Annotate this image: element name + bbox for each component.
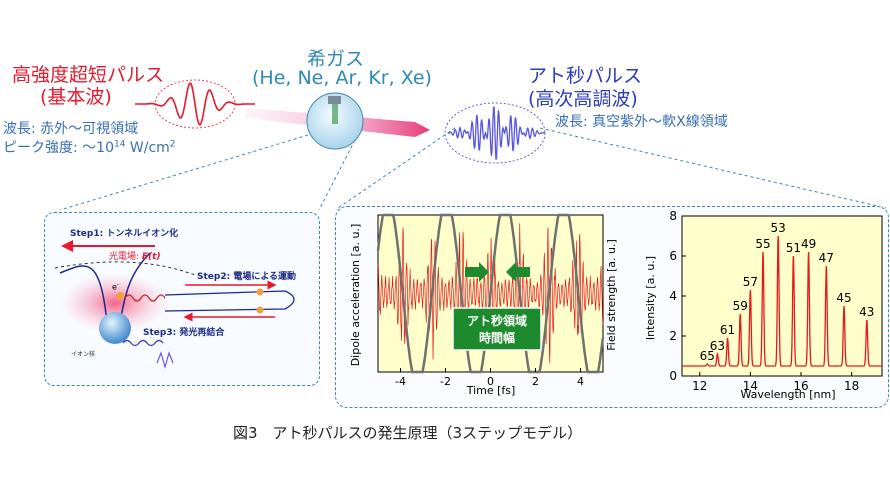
spectrum-line — [682, 235, 882, 367]
three-step-panel: Step1: トンネルイオン化 光電場: E(t) Step2: 電場による運動… — [44, 212, 320, 386]
ion-core-label: イオン核 — [71, 351, 96, 358]
step2-label: Step2: 電場による運動 — [197, 272, 297, 282]
spectrum-ylabel: Intensity [a. u.] — [644, 256, 657, 340]
harmonic-label: 65 — [700, 349, 715, 363]
gas-list: (He, Ne, Ar, Kr, Xe) — [252, 67, 432, 89]
time-xtick-label: 0 — [487, 375, 494, 388]
gas-title: 希ガス — [307, 48, 365, 70]
electron-step2 — [256, 288, 264, 296]
photon-pulse-icon — [156, 351, 174, 370]
spectrum-xtick-label: 18 — [844, 379, 859, 393]
harmonic-label: 45 — [836, 291, 851, 305]
electron-trajectory — [164, 290, 295, 312]
harmonic-label: 57 — [743, 275, 758, 289]
spectrum-xtick-label: 16 — [793, 379, 808, 393]
fundamental-pulse — [135, 81, 255, 127]
laser-glow — [60, 273, 170, 333]
arrow-right-green — [465, 262, 489, 282]
spectrum-xtick-label: 12 — [692, 379, 707, 393]
harmonic-label: 43 — [859, 305, 874, 319]
harmonic-label: 55 — [755, 237, 770, 251]
spectrum-xtick-label: 14 — [743, 379, 758, 393]
step3-label: Step3: 発光再結合 — [143, 328, 225, 338]
time-ylabel-right: Field strength [a. u.] — [605, 239, 618, 351]
zoom-line-left-2 — [318, 139, 356, 210]
gas-jet — [332, 104, 338, 124]
spectrum-ytick-label: 4 — [669, 289, 677, 303]
electron — [116, 292, 124, 300]
fundamental-subtitle: (基本波) — [40, 86, 112, 108]
peak-intensity: ピーク強度: ～1014 W/cm2 — [3, 139, 176, 156]
arrow-left-green — [506, 262, 530, 282]
atto-title: アト秒パルス — [528, 65, 643, 87]
step1-label: Step1: トンネルイオン化 — [70, 229, 179, 239]
time-xtick-label: -2 — [440, 375, 451, 388]
fundamental-title: 高強度超短パルス — [12, 64, 165, 86]
spectrum-ytick-label: 0 — [669, 369, 677, 383]
harmonic-label: 51 — [786, 241, 801, 255]
time-xlabel: Time [fs] — [466, 384, 516, 397]
harmonic-label: 47 — [819, 251, 834, 265]
atto-box-line2: 時間幅 — [479, 330, 515, 345]
time-xtick-label: 4 — [577, 375, 584, 388]
wavelength-left: 波長: 赤外～可視領域 — [3, 121, 139, 137]
ion-core — [99, 312, 131, 344]
electron-wave — [124, 294, 166, 302]
emitted-photon — [122, 339, 164, 347]
time-xtick-label: -4 — [395, 375, 406, 388]
field-strength-curve — [376, 213, 605, 374]
field-label: 光電場: E(t) — [109, 252, 161, 262]
atto-duration-box — [452, 307, 542, 351]
spectrum-ytick-label: 2 — [669, 329, 677, 343]
spectrum-ytick-label: 6 — [669, 249, 677, 263]
attosecond-pulse-train — [447, 106, 546, 160]
figure-caption: 図3 アト秒パルスの発生原理（3ステップモデル） — [233, 424, 583, 442]
barrier-dashed — [54, 261, 196, 276]
spectrum-ytick-label: 8 — [669, 210, 677, 223]
time-ylabel-left: Dipole acceleration [a. u.] — [349, 224, 362, 367]
spectrum-plot-area — [681, 215, 883, 377]
zoom-line-right-2 — [539, 127, 887, 209]
three-step-diagram — [54, 240, 295, 370]
atto-envelope — [444, 102, 546, 164]
gas-nozzle — [328, 96, 341, 104]
harmonic-label: 49 — [801, 237, 816, 251]
time-domain-chart: -4 -2 0 2 4 Dipole acceleration [a. u.] Fiel… — [349, 213, 618, 397]
top-illustration — [58, 79, 887, 210]
harmonic-label: 63 — [710, 339, 725, 353]
atto-subtitle: (高次高調波) — [528, 88, 638, 110]
spectrum-xlabel: Wavelength [nm] — [740, 388, 835, 401]
atto-box-line1: アト秒領域 — [467, 313, 527, 328]
harmonic-label: 59 — [733, 299, 748, 313]
time-xtick-label: 2 — [532, 375, 539, 388]
electron-label: e- — [112, 281, 120, 292]
wavelength-right: 波長: 真空紫外～軟X線領域 — [555, 114, 728, 130]
harmonic-label: 53 — [771, 221, 786, 235]
electron-return — [256, 306, 264, 314]
harmonic-label: 61 — [720, 323, 735, 337]
